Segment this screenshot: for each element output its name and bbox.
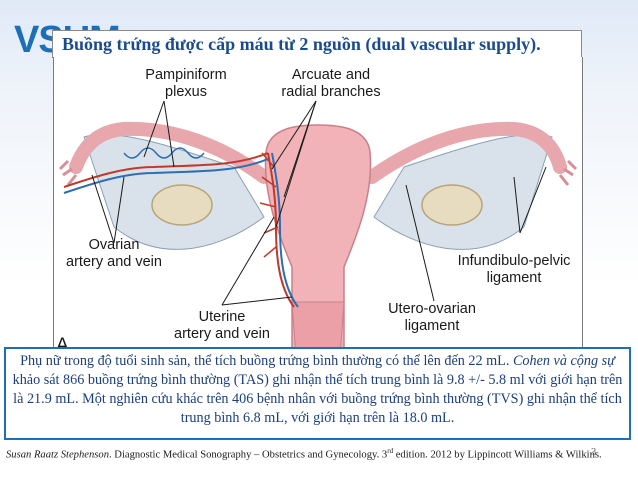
uterine-vein	[271, 152, 299, 308]
caption-box: Phụ nữ trong độ tuổi sinh sản, thể tích …	[4, 347, 631, 440]
page-number: 3	[591, 447, 597, 458]
citation-text: . Diagnostic Medical Sonography – Obstet…	[109, 449, 388, 461]
label-arcuate: Arcuate and radial branches	[266, 67, 396, 101]
uterus-ovary-illustration	[58, 100, 578, 357]
label-infundibulo: Infundibulo-pelvic ligament	[446, 253, 582, 287]
caption-authors: Cohen và cộng sự	[512, 353, 615, 369]
label-uteroovarian-line2: ligament	[404, 318, 460, 334]
label-ovarian: Ovarian artery and vein	[54, 237, 174, 271]
label-ovarian-line2: artery and vein	[66, 254, 162, 270]
label-infundibulo-line1: Infundibulo-pelvic	[457, 253, 571, 269]
caption-part2: khảo sát 866 buồng trứng bình thường (TA…	[12, 372, 623, 426]
label-infundibulo-line2: ligament	[486, 270, 542, 286]
pampiniform-plexus	[123, 147, 205, 159]
label-uteroovarian: Utero-ovarian ligament	[372, 301, 492, 335]
label-uteroovarian-line1: Utero-ovarian	[388, 301, 476, 317]
left-ovary	[151, 184, 213, 226]
citation-author: Susan Raatz Stephenson	[6, 449, 109, 461]
label-pampiniform-line1: Pampiniform	[145, 67, 227, 83]
arcuate-branches	[259, 152, 279, 258]
label-uterine: Uterine artery and vein	[162, 309, 282, 343]
right-fallopian-tube	[365, 121, 567, 184]
label-uterine-line2: artery and vein	[174, 326, 270, 342]
title-box: Buồng trứng được cấp máu từ 2 nguồn (dua…	[52, 30, 582, 58]
cervix	[291, 301, 345, 357]
label-uterine-line1: Uterine	[198, 309, 246, 325]
right-ovary	[421, 184, 483, 226]
citation-text-after: edition. 2012 by Lippincott Williams & W…	[393, 449, 602, 461]
anatomy-figure: Pampiniform plexus Arcuate and radial br…	[53, 57, 583, 357]
label-pampiniform-line2: plexus	[165, 84, 207, 100]
label-arcuate-line1: Arcuate and	[291, 67, 371, 83]
caption-part1: Phụ nữ trong độ tuổi sinh sản, thể tích …	[20, 353, 513, 369]
label-arcuate-line2: radial branches	[281, 84, 381, 100]
right-fimbriae	[558, 159, 578, 186]
left-fallopian-tube	[69, 121, 271, 184]
citation-sup: rd	[387, 447, 394, 455]
slide-title: Buồng trứng được cấp máu từ 2 nguồn (dua…	[62, 34, 541, 54]
ovarian-vein	[63, 158, 269, 194]
left-fimbriae	[58, 159, 78, 186]
citation: Susan Raatz Stephenson. Diagnostic Medic…	[6, 447, 632, 461]
leader-lines	[91, 100, 547, 306]
label-ovarian-line1: Ovarian	[88, 237, 140, 253]
label-pampiniform: Pampiniform plexus	[116, 67, 256, 101]
